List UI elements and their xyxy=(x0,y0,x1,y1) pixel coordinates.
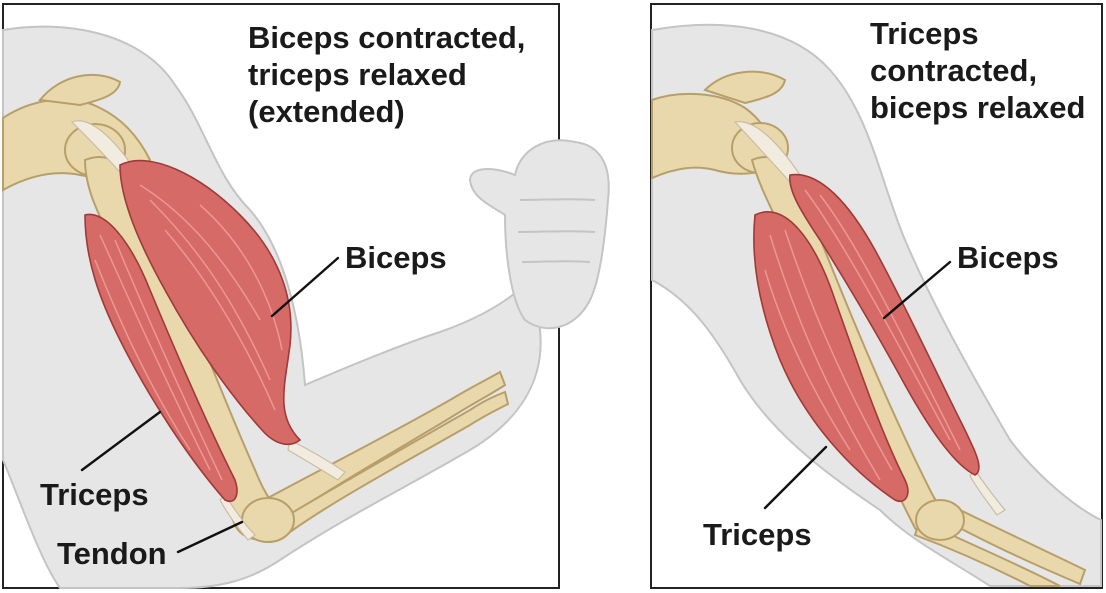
left-title-line-1: Biceps contracted, xyxy=(248,20,525,55)
left-biceps-fibers xyxy=(139,184,283,411)
left-title: Biceps contracted, triceps relaxed (exte… xyxy=(248,20,534,129)
right-triceps-fibers xyxy=(764,229,893,481)
left-triceps-leader xyxy=(80,410,162,472)
left-ulna xyxy=(253,370,507,532)
left-title-line-2: triceps relaxed xyxy=(248,57,467,92)
left-fist xyxy=(468,139,610,330)
left-fist-knuckle-lines xyxy=(517,198,596,263)
right-title-line-3: biceps relaxed xyxy=(870,90,1085,125)
left-biceps-leader xyxy=(270,256,340,318)
right-title-line-1: Triceps xyxy=(870,16,979,51)
right-title: Triceps contracted, biceps relaxed xyxy=(870,16,1085,125)
right-elbow-joint xyxy=(915,499,965,541)
left-tendon-leader xyxy=(176,520,244,554)
left-radius xyxy=(278,390,510,534)
left-triceps-label: Triceps xyxy=(40,477,149,512)
left-title-line-3: (extended) xyxy=(248,94,405,129)
left-panel: Biceps contracted, triceps relaxed (exte… xyxy=(2,3,610,589)
left-triceps-tendon xyxy=(219,494,256,541)
right-clavicle xyxy=(703,70,787,105)
right-panel: Triceps contracted, biceps relaxed Bicep… xyxy=(650,3,1103,589)
left-triceps-fibers xyxy=(94,234,223,481)
right-biceps-muscle xyxy=(789,173,980,476)
left-clavicle xyxy=(38,73,122,107)
right-biceps-label: Biceps xyxy=(957,240,1059,275)
left-tendon-label: Tendon xyxy=(57,536,167,571)
right-title-line-2: contracted, xyxy=(870,53,1037,88)
right-biceps-fibers xyxy=(804,189,961,451)
right-triceps-label: Triceps xyxy=(703,517,812,552)
left-biceps-label: Biceps xyxy=(345,240,447,275)
left-biceps-lower-tendon xyxy=(287,439,346,481)
right-biceps-leader xyxy=(882,260,952,320)
right-radius xyxy=(943,503,1087,586)
left-biceps-muscle xyxy=(119,159,302,446)
right-biceps-lower-tendon xyxy=(969,468,1006,516)
right-triceps-leader xyxy=(763,445,828,510)
